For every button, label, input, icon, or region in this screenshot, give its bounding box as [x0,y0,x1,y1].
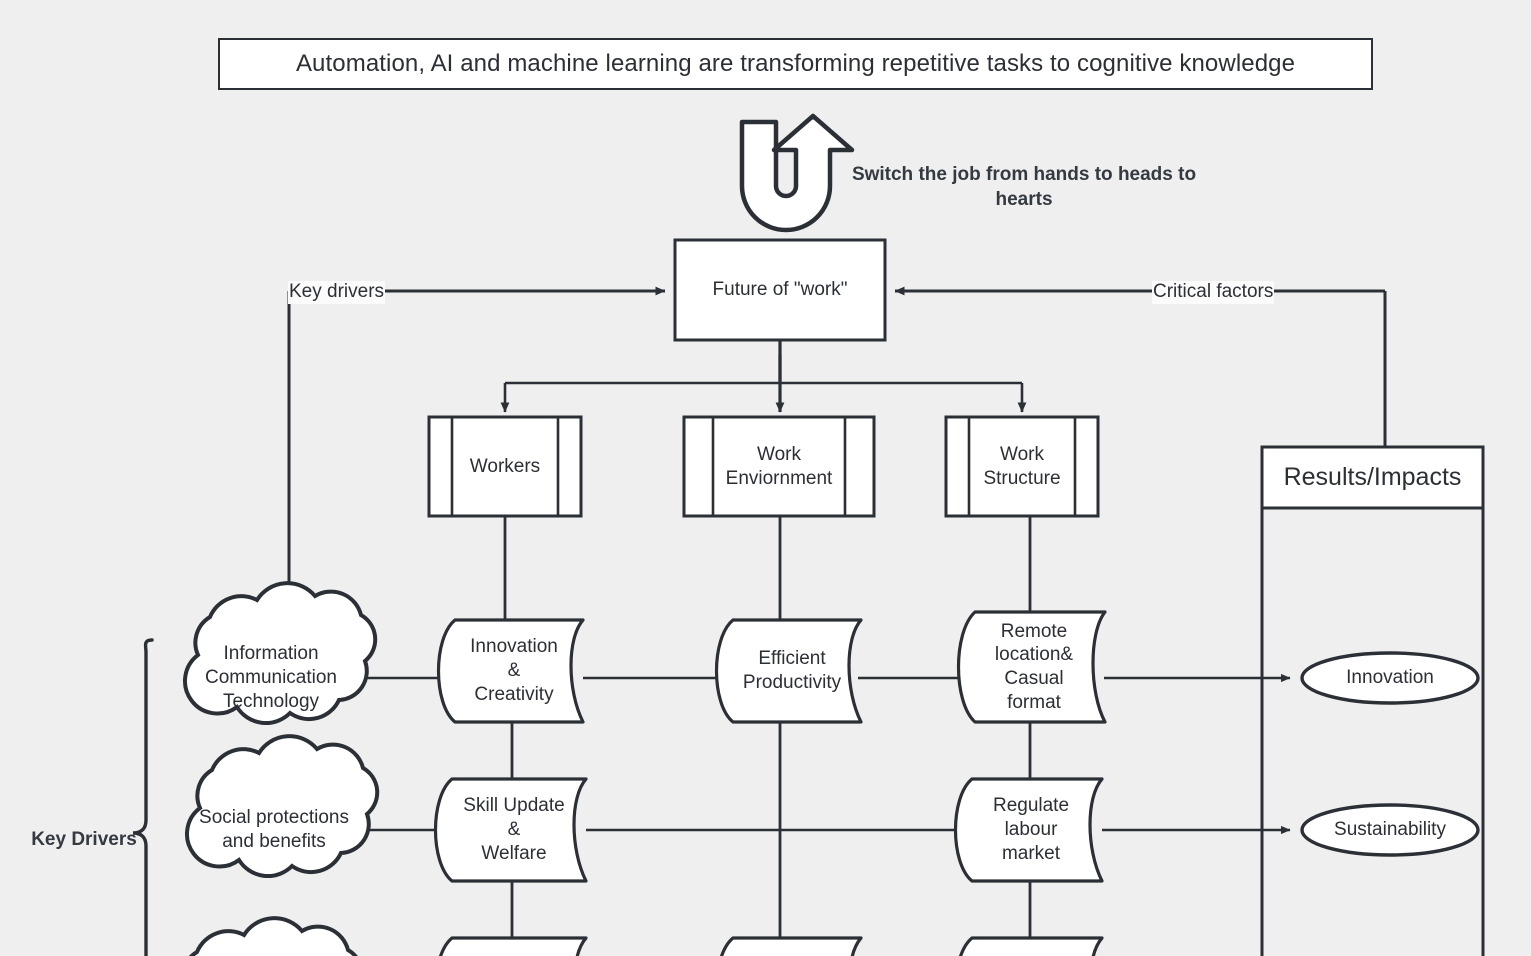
uturn-caption: Switch the job from hands to heads to he… [851,164,1197,210]
edge-label-critical-factors: Critical factors [1152,281,1275,304]
process-node-work-structure[interactable] [944,415,1100,518]
connector-tree-process [500,340,1027,413]
key-drivers-brace-label: Key Drivers [31,829,137,850]
document-node-partial-bottom-col1[interactable] [436,936,588,956]
document-node-remote-location-casual[interactable] [956,610,1107,724]
process-node-work-environment[interactable] [682,415,876,518]
results-impacts-panel[interactable] [1260,445,1485,956]
connector-column-spines [510,722,1032,956]
page-title: Automation, AI and machine learning are … [295,50,1296,77]
document-node-skill-update-welfare[interactable] [433,777,588,883]
u-turn-arrow-icon [739,113,855,233]
document-node-partial-bottom-col2[interactable] [717,936,863,956]
document-node-partial-bottom-col3[interactable] [956,936,1104,956]
key-drivers-brace [132,638,154,956]
cloud-node-ict[interactable] [183,581,378,726]
cloud-node-partial-bottom[interactable] [172,916,362,956]
process-node-workers[interactable] [427,415,583,518]
title-banner: Automation, AI and machine learning are … [218,38,1373,90]
future-of-work-node[interactable] [673,238,887,342]
document-node-regulate-labour-market[interactable] [953,777,1104,883]
cloud-node-social-protections[interactable] [185,734,380,879]
document-node-efficient-productivity[interactable] [714,618,863,724]
result-ellipse-sustainability[interactable] [1300,803,1480,857]
result-ellipse-innovation[interactable] [1300,651,1480,705]
edge-label-key-drivers: Key drivers [288,281,386,304]
document-node-innovation-creativity[interactable] [436,618,585,724]
connector-critical-factors [894,286,1387,447]
